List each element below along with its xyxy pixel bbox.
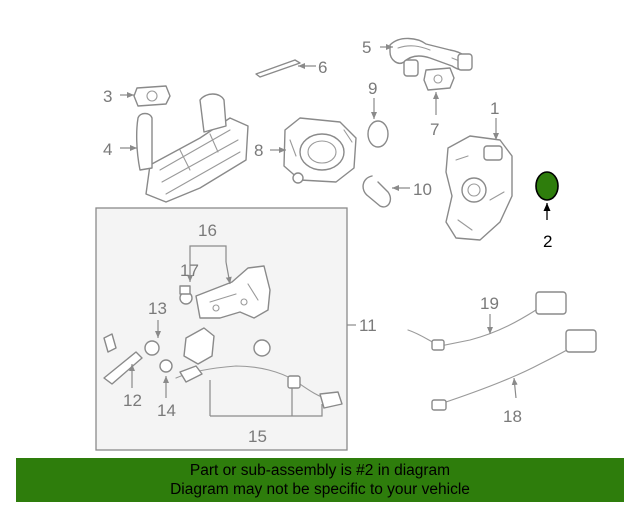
callout-2: 2 [543,232,552,251]
subassembly-box [95,207,348,451]
callout-19: 19 [480,294,499,313]
callout-4: 4 [103,140,112,159]
callout-6: 6 [318,58,327,77]
egr-pipe-part [389,37,473,77]
callout-11: 11 [359,316,377,335]
gasket-3-part [133,85,171,107]
egr-valve-part [445,135,513,241]
banner-line-1: Part or sub-assembly is #2 in diagram [189,462,451,479]
info-banner: Part or sub-assembly is #2 in diagram Di… [16,458,624,502]
callout-13: 13 [148,299,167,318]
highlighted-gasket-part [535,171,559,201]
sensor-18-part [431,329,597,411]
callout-15: 15 [248,427,267,446]
clip-part [362,175,392,208]
banner-line-2: Diagram may not be specific to your vehi… [170,481,470,498]
callout-5: 5 [362,38,371,57]
strip-part [255,59,301,78]
gasket-7-part [423,67,455,91]
callout-3: 3 [103,87,112,106]
callout-9: 9 [368,79,377,98]
callout-14: 14 [157,401,176,420]
throttle-body-part [283,117,357,184]
callout-10: 10 [413,180,432,199]
harness-part [175,327,343,409]
callout-16: 16 [198,221,217,240]
sensor-19-part [407,291,567,351]
nut-13-part [144,340,160,356]
bolt-17-part [179,285,193,305]
callout-1: 1 [490,99,499,118]
bracket-12-part [103,333,143,385]
o-ring-part [367,120,389,148]
egr-cooler-part [135,93,249,203]
parts-diagram: 1 2 3 4 5 6 7 8 9 10 11 12 13 14 15 16 1… [95,37,597,451]
callout-7: 7 [430,120,439,139]
callout-17: 17 [180,261,199,280]
fitting-14-part [159,359,173,373]
callout-12: 12 [123,391,142,410]
callout-18: 18 [503,407,522,426]
bracket-part [195,265,271,319]
callout-8: 8 [254,141,263,160]
